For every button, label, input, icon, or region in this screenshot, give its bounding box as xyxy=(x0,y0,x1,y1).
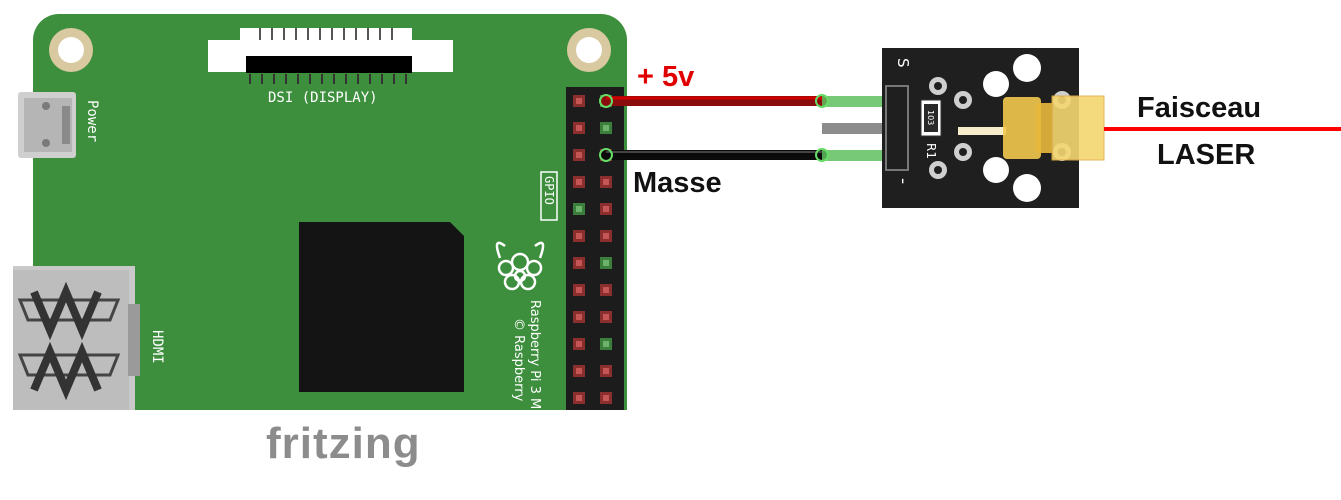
gnd-pin-highlight xyxy=(822,150,910,161)
board-outline xyxy=(33,14,627,410)
vcc-label: + 5v xyxy=(637,61,694,93)
gpio-pin-center xyxy=(576,152,582,158)
gpio-pin-center xyxy=(576,341,582,347)
gpio-pin-center xyxy=(603,125,609,131)
gpio-pin-center xyxy=(576,233,582,239)
gpio-pin-center xyxy=(603,287,609,293)
laser-label-line2: LASER xyxy=(1157,139,1255,171)
gpio-pin-center xyxy=(603,368,609,374)
gpio-pin-center xyxy=(576,287,582,293)
mount-hole xyxy=(1013,54,1041,82)
mount-hole xyxy=(1013,174,1041,202)
gpio-pin-center xyxy=(576,206,582,212)
gpio-pin-center xyxy=(576,179,582,185)
gpio-pin-center xyxy=(603,206,609,212)
model-label-line1: Raspberry Pi 3 M xyxy=(527,300,542,409)
gpio-pin-center xyxy=(576,98,582,104)
mount-hole xyxy=(983,71,1009,97)
gnd-label: Masse xyxy=(633,167,722,199)
gpio-pin-center xyxy=(603,260,609,266)
raspberry-pi-board: DSI (DISPLAY) Power HDMI xyxy=(13,14,627,410)
soc-chip xyxy=(299,222,464,392)
gpio-pin-center xyxy=(603,395,609,401)
signal-pin xyxy=(822,123,910,134)
hdmi-label: HDMI xyxy=(149,330,165,364)
fritzing-logo: fritzing xyxy=(266,419,421,468)
mounting-hole-left xyxy=(49,28,93,72)
gpio-pin-center xyxy=(603,314,609,320)
gpio-label: GPIO xyxy=(542,176,556,205)
gpio-pin-center xyxy=(603,341,609,347)
model-label-line2: © Raspberry xyxy=(511,318,526,402)
dsi-connector xyxy=(208,28,453,84)
gpio-label-box xyxy=(540,171,558,221)
pin-s-label: S xyxy=(894,58,912,68)
resistor-label: R1 xyxy=(924,143,938,159)
wires xyxy=(599,94,910,162)
power-label: Power xyxy=(84,100,100,142)
dsi-label: DSI (DISPLAY) xyxy=(268,90,378,106)
power-connector xyxy=(18,92,76,158)
gpio-header xyxy=(566,87,624,410)
mounting-hole-right xyxy=(567,28,611,72)
gpio-pin-center xyxy=(576,260,582,266)
gpio-pin-center xyxy=(576,125,582,131)
raspberry-logo xyxy=(495,241,545,291)
gpio-pin-center xyxy=(603,179,609,185)
resistor-value: 103 xyxy=(926,110,935,125)
hdmi-connector xyxy=(13,266,140,410)
laser-diode xyxy=(1003,95,1105,161)
pin-minus-label: - xyxy=(893,178,913,184)
vcc-wire-start xyxy=(599,94,613,108)
gpio-pin-center xyxy=(603,233,609,239)
gpio-pin-center xyxy=(576,368,582,374)
mount-hole xyxy=(983,157,1009,183)
gnd-wire-start xyxy=(599,148,613,162)
gpio-pin-center xyxy=(576,314,582,320)
vcc-pin-highlight xyxy=(822,96,910,107)
laser-label-line1: Faisceau xyxy=(1137,92,1261,124)
gpio-pin-center xyxy=(576,395,582,401)
